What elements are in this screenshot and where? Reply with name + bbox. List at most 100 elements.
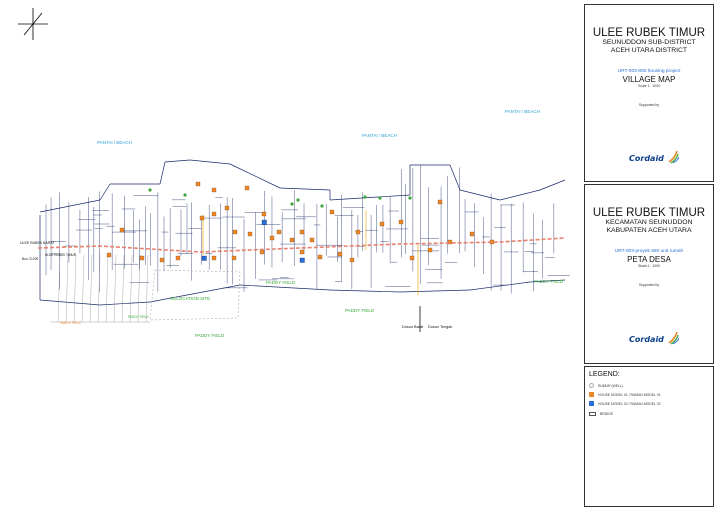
parcel-line — [539, 179, 566, 191]
parcel-line — [97, 254, 101, 323]
legend-label-house-01: HOUSE MODEL 01 / RUMAH MODEL 01 — [598, 392, 661, 397]
cordaid-logo-icon-id — [668, 331, 679, 345]
house-model-02-marker — [201, 255, 207, 261]
parcel-line — [499, 189, 541, 201]
house-model-01-marker — [195, 181, 201, 187]
legend-title: LEGEND: — [589, 371, 620, 378]
house-model-02-marker — [261, 219, 267, 225]
label-paddy-2: PADDY FIELD — [345, 308, 375, 313]
parcel-line — [329, 194, 411, 201]
house-model-02-icon — [589, 401, 594, 406]
parcel-line — [113, 254, 117, 323]
parcel-line — [129, 254, 133, 323]
tree-icon — [290, 202, 294, 206]
parcel-line — [145, 254, 149, 323]
label-paddy-3: PADDY FIELD — [195, 333, 225, 338]
parcel-line — [81, 254, 85, 323]
tree-icon — [296, 198, 300, 202]
panel-kabupaten: KABUPATEN ACEH UTARA — [606, 227, 692, 234]
parcel-line — [164, 159, 191, 163]
panel-district: ACEH UTARA DISTRICT — [610, 47, 688, 54]
cordaid-logo-text-id: Cordaid — [629, 335, 664, 344]
house-model-01-marker — [259, 249, 265, 255]
panel-scale-id: Skala 1 : 1000 — [638, 264, 660, 268]
parcel-line — [99, 301, 151, 306]
house-model-01-marker — [299, 229, 305, 235]
north-arrow-icon — [18, 8, 48, 40]
house-model-01-marker — [139, 255, 145, 261]
house-model-01-marker — [269, 235, 275, 241]
house-model-01-marker — [398, 219, 404, 225]
parcel-line — [137, 254, 141, 323]
panel-supported-by-id: Supported by — [638, 282, 660, 287]
house-model-01-marker — [261, 211, 267, 217]
panel-scale: Scale 1 : 1000 — [638, 84, 660, 88]
panel-kecamatan: KECAMATAN SEUNUDDON — [605, 219, 693, 226]
house-model-01-marker — [299, 249, 305, 255]
panel-title-id: ULEE RUBEK TIMUR — [592, 207, 706, 219]
house-model-01-marker — [427, 247, 433, 253]
parcel-line — [159, 161, 166, 185]
bridge-icon — [589, 412, 596, 416]
label-paddy-5: PADDY FIELD — [534, 279, 564, 284]
panel-title: ULEE RUBEK TIMUR — [592, 27, 706, 39]
tree-icon — [183, 193, 187, 197]
tree-icon — [363, 195, 367, 199]
label-ulee-timur: ULEE RUBEK TIMUR — [45, 253, 77, 257]
label-pantai-right: PANTAI / BEACH — [505, 109, 540, 114]
legend-item-bridge: BRIDGE — [589, 412, 613, 416]
label-relocation-site: RELOCATION SITE — [170, 296, 210, 301]
panel-supported-by: Supported by — [638, 102, 660, 107]
house-model-01-icon — [589, 392, 594, 397]
parcel-line — [89, 254, 93, 323]
tree-icon — [408, 196, 412, 200]
relocation-site-boundary — [149, 269, 241, 321]
house-model-01-marker — [276, 229, 282, 235]
tree-markers — [148, 188, 412, 208]
parcel-line — [469, 281, 531, 291]
tree-icon — [378, 196, 382, 200]
cordaid-logo: Cordaid — [629, 150, 679, 164]
legend-label-bridge: BRIDGE — [600, 412, 613, 416]
house-model-01-marker — [329, 209, 335, 215]
parcel-line — [189, 159, 231, 165]
house-model-01-marker — [106, 252, 112, 258]
house-model-01-marker — [437, 199, 443, 205]
parcel-line — [39, 199, 101, 213]
parcel-line — [529, 279, 566, 283]
house-model-01-marker — [211, 255, 217, 261]
well-icon — [589, 383, 594, 388]
house-model-01-marker — [247, 231, 253, 237]
house-model-01-marker — [175, 255, 181, 261]
label-bouw: Bou. D-009 — [22, 257, 38, 261]
parcel-line — [239, 284, 331, 291]
legend-label-house-02: HOUSE MODEL 02 / RUMAH MODEL 02 — [598, 401, 661, 406]
label-paddy-1: PADDY FIELD — [266, 280, 296, 285]
house-model-01-marker — [231, 255, 237, 261]
legend-item-well: SUMUR (WELL) — [589, 383, 623, 388]
cordaid-logo-icon — [668, 150, 679, 164]
house-model-01-marker — [211, 187, 217, 193]
house-model-02-marker — [299, 257, 305, 263]
title-panel-english: ULEE RUBEK TIMUR SEUNUDDON SUB-DISTRICT … — [584, 4, 714, 182]
legend-label-well: SUMUR (WELL) — [598, 383, 623, 388]
house-model-01-marker — [447, 239, 453, 245]
house-model-01-marker — [289, 237, 295, 243]
parcel-line — [279, 187, 331, 191]
house-model-01-marker — [224, 205, 230, 211]
cordaid-logo-id: Cordaid — [629, 331, 679, 345]
parcel-line — [105, 254, 109, 323]
tree-icon — [320, 204, 324, 208]
legend-item-house-02: HOUSE MODEL 02 / RUMAH MODEL 02 — [589, 401, 661, 406]
house-model-01-marker — [317, 254, 323, 260]
tree-icon — [148, 188, 152, 192]
panel-map-title-id: PETA DESA — [627, 255, 671, 264]
parcel-line — [57, 254, 61, 323]
label-paddy-6: PADDY FIELD — [60, 321, 81, 325]
label-ulee-barat: ULEE RUBEK BARAT — [20, 241, 55, 245]
parcel-line — [39, 299, 101, 306]
parcel-line — [449, 164, 461, 191]
house-model-01-marker — [119, 227, 125, 233]
label-pantai-left: PANTAI / BEACH — [97, 140, 132, 145]
label-pantai-mid: PANTAI / BEACH — [362, 133, 397, 138]
